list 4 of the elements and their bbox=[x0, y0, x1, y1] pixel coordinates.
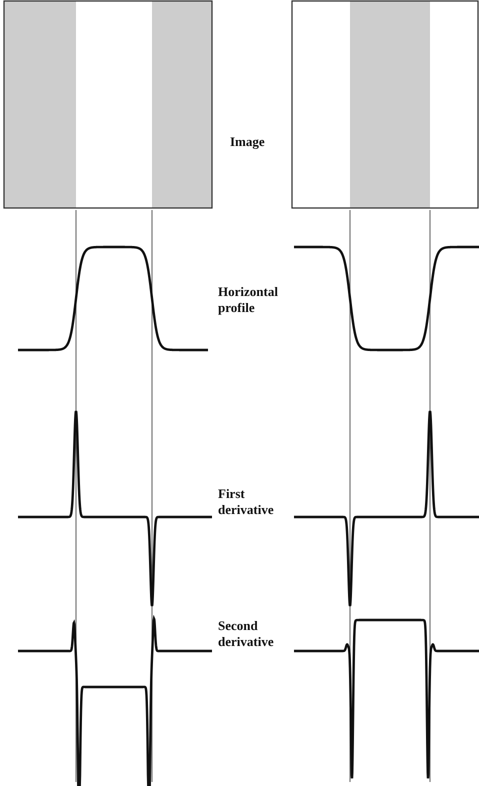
row-label: Image bbox=[230, 134, 266, 150]
row-label: First derivative bbox=[218, 486, 275, 518]
row-label: Horizontal profile bbox=[218, 284, 279, 316]
row-label: Second derivative bbox=[218, 618, 275, 650]
